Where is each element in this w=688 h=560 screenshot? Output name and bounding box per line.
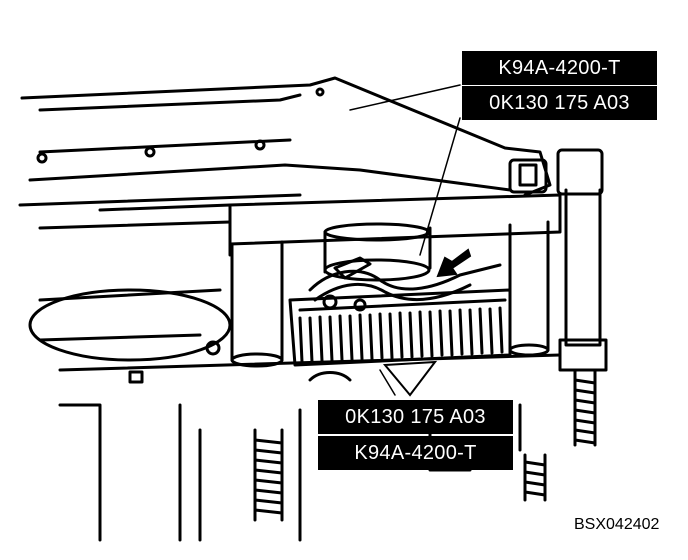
transmission-case-lower bbox=[28, 288, 562, 542]
figure-code: BSX042402 bbox=[574, 516, 660, 533]
press-bolt-right bbox=[556, 148, 608, 447]
press-bridge-plate bbox=[98, 193, 562, 257]
pressing-tool-cylinder bbox=[323, 222, 432, 282]
case-cover-plate bbox=[18, 76, 552, 230]
callout-upper-part: 0K130 175 A03 bbox=[462, 86, 657, 120]
bolt-head-upper bbox=[508, 158, 548, 194]
snap-ring bbox=[308, 256, 502, 312]
support-post-left bbox=[230, 240, 284, 368]
lower-bolt-left bbox=[253, 428, 284, 522]
support-post-right bbox=[508, 220, 550, 357]
callout-lower-tool: K94A-4200-T bbox=[318, 436, 513, 470]
installation-arrow-icon bbox=[382, 360, 438, 397]
lower-bolt-right bbox=[523, 453, 547, 502]
callout-lower-part: 0K130 175 A03 bbox=[318, 400, 513, 434]
press-direction-arrow-icon bbox=[436, 248, 472, 278]
callout-upper-tool: K94A-4200-T bbox=[462, 51, 657, 85]
